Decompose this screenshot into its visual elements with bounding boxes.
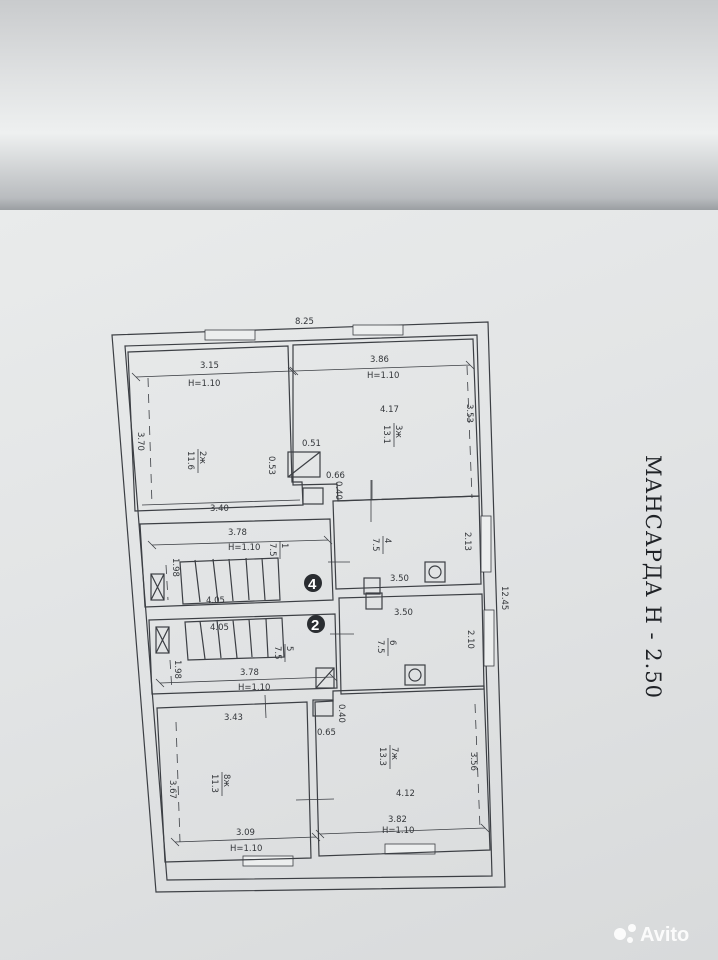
dim-0-53: 0.53 (266, 456, 276, 475)
radiator (150, 573, 165, 601)
dim-dashed (147, 365, 481, 843)
fixture-box (363, 577, 381, 595)
fixture-room-6 (404, 664, 426, 686)
watermark-text: Avito (640, 924, 689, 946)
fixture-room-4-circle (428, 565, 442, 579)
room-5-area: 7.5 (272, 646, 282, 660)
room-5-number: 5 (284, 646, 294, 651)
window (352, 324, 404, 336)
fixture-room-4 (424, 561, 446, 583)
fixture-room-6-circle (408, 668, 422, 682)
room-7-height: H=1.10 (382, 826, 414, 836)
overall-width: 8.25 (295, 317, 314, 327)
plan-title: МАНСАРДА Н - 2.50 (641, 455, 665, 699)
room-2-area: 11.6 (185, 451, 195, 470)
outer-wall (111, 321, 506, 893)
room-6-area: 7.5 (375, 640, 385, 654)
dim-0-40-upper: 0.40 (333, 481, 343, 500)
room-3-height: H=1.10 (367, 371, 399, 381)
room-3-depth: 3.53 (464, 404, 474, 423)
dim-0-51: 0.51 (302, 439, 321, 449)
room-2-width: 3.15 (200, 361, 219, 371)
room-2-number: 2ж (197, 451, 207, 464)
window (480, 515, 492, 573)
room-1-area: 7.5 (267, 543, 277, 557)
room-8-outline (156, 701, 312, 863)
room-4-width: 3.50 (390, 574, 409, 584)
room-8-bottom: 3.09 (236, 828, 255, 838)
upper-page (0, 0, 718, 215)
room-7-area: 13.3 (377, 747, 387, 766)
room-7-bottom: 3.82 (388, 815, 407, 825)
room-1-stair: 4.05 (206, 596, 225, 606)
marker-4-label: 4 (308, 576, 317, 593)
room-1-number: 1 (279, 543, 289, 548)
room-6-number: 6 (387, 640, 397, 645)
room-8-depth: 3.67 (167, 780, 177, 799)
marker-4 (304, 574, 322, 592)
dim-lines (131, 360, 490, 847)
room-1-outline (139, 518, 334, 608)
room-7-inner: 4.12 (396, 789, 415, 799)
room-2-depth: 3.70 (135, 432, 145, 451)
room-1-side: 1.98 (170, 558, 180, 577)
marker-2-label: 2 (311, 617, 319, 634)
room-2-outline (127, 345, 304, 512)
window (483, 609, 495, 667)
door-marks (264, 480, 373, 801)
dim-0-66: 0.66 (326, 471, 345, 481)
room-2-bottom: 3.40 (210, 504, 229, 514)
radiator (155, 626, 170, 654)
radiator-cross (155, 626, 170, 654)
fixture-box (365, 592, 383, 610)
room-8-number: 8ж (221, 774, 231, 787)
shaft-diagonal (315, 667, 335, 689)
marker-2 (307, 615, 325, 633)
room-4-area: 7.5 (370, 538, 380, 552)
dim-0-40-lower: 0.40 (336, 704, 346, 723)
overall-length: 12.45 (499, 586, 509, 610)
room-5-height: H=1.10 (238, 683, 270, 693)
shaft-diagonal (287, 451, 321, 478)
room-1-height: H=1.10 (228, 543, 260, 553)
room-7-number: 7ж (389, 747, 399, 760)
dim-0-65: 0.65 (317, 728, 336, 738)
room-8-height: H=1.10 (230, 844, 262, 854)
shaft-box (302, 487, 324, 505)
room-8-width: 3.43 (224, 713, 243, 723)
room-3-inner: 4.17 (380, 405, 399, 415)
room-5-outline (148, 613, 338, 695)
window (384, 843, 436, 855)
room-1-width: 3.78 (228, 528, 247, 538)
room-4-depth: 2.13 (462, 532, 472, 551)
room-6-width: 3.50 (394, 608, 413, 618)
window (242, 855, 294, 867)
room-7-depth: 3.56 (468, 752, 478, 771)
room-5-stair: 4.05 (210, 623, 229, 633)
room-3-width: 3.86 (370, 355, 389, 365)
avito-watermark: Avito (614, 924, 689, 946)
room-3-number: 3ж (393, 425, 403, 438)
room-3-area: 13.1 (381, 425, 391, 444)
room-5-width: 3.78 (240, 668, 259, 678)
room-4-outline (332, 495, 482, 590)
radiator-cross (150, 573, 165, 601)
window (204, 329, 256, 341)
ventilation-shaft (287, 451, 321, 478)
room-5-side: 1.98 (172, 660, 182, 679)
room-6-depth: 2.10 (465, 630, 475, 649)
staircase-lower (184, 617, 285, 661)
inner-outline (124, 334, 493, 881)
shaft-box (312, 699, 334, 717)
staircase-upper (179, 557, 281, 605)
room-4-number: 4 (382, 538, 392, 543)
room-8-area: 11.3 (209, 774, 219, 793)
room-2-height: H=1.10 (188, 379, 220, 389)
